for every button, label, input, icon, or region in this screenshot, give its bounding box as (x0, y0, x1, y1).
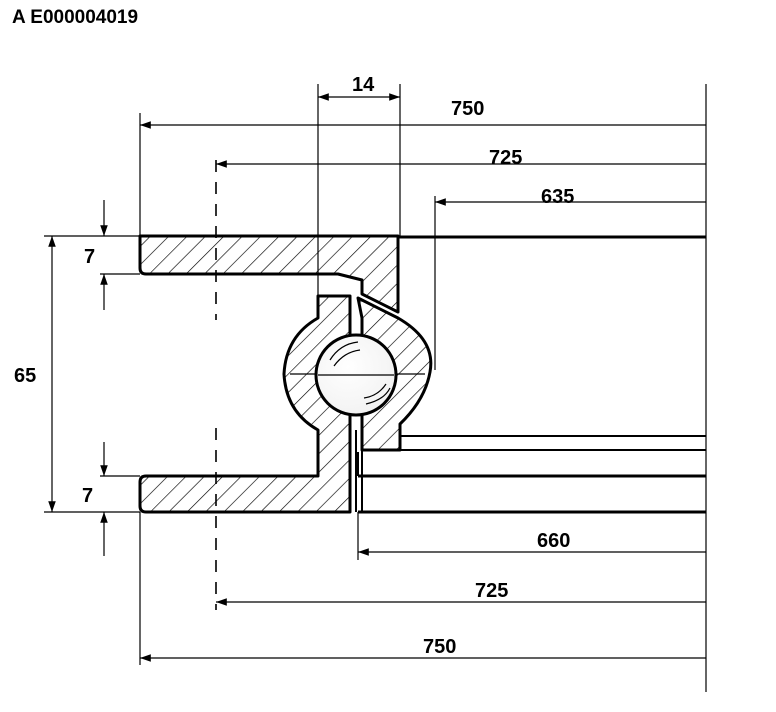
dim-pitch-diameter-bottom: 725 (475, 580, 508, 602)
dimension-lines (48, 93, 706, 662)
seal-lines (355, 430, 363, 512)
dim-upper-flange-height: 7 (84, 246, 95, 268)
dim-lower-flange-height: 7 (82, 485, 93, 507)
ball-element (314, 333, 398, 417)
ring-plates (357, 235, 706, 514)
dim-pitch-diameter-top: 725 (489, 147, 522, 169)
dim-outer-diameter-top: 750 (451, 98, 484, 120)
outer-ring-section (138, 234, 400, 314)
drawing-title: A E000004019 (12, 7, 138, 28)
dim-inner-diameter-bottom: 660 (537, 530, 570, 552)
dim-outer-diameter-bottom: 750 (423, 636, 456, 658)
dimension-labels: 14 750 725 635 7 65 7 660 725 750 (14, 74, 574, 658)
dim-inner-diameter-top: 635 (541, 186, 574, 208)
dim-ball-width: 14 (352, 74, 375, 96)
dim-overall-height: 65 (14, 365, 36, 387)
inner-ring-section (138, 294, 352, 514)
extension-lines (44, 84, 707, 692)
